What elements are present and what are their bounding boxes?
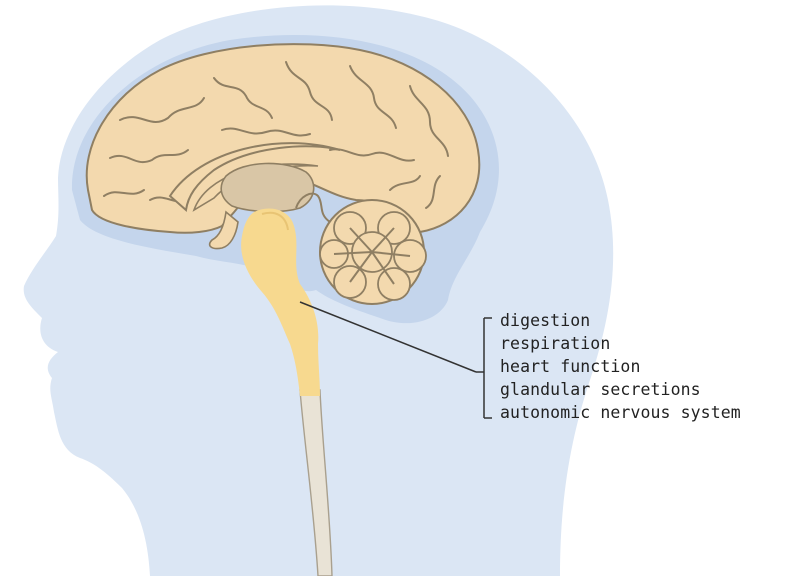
cerebellum [320, 200, 426, 304]
label-respiration: respiration [500, 332, 741, 355]
label-digestion: digestion [500, 309, 741, 332]
label-autonomic-nervous-system: autonomic nervous system [500, 401, 741, 424]
thalamus [221, 163, 314, 211]
label-glandular-secretions: glandular secretions [500, 378, 741, 401]
label-heart-function: heart function [500, 355, 741, 378]
function-label-list: digestion respiration heart function gla… [500, 309, 741, 424]
